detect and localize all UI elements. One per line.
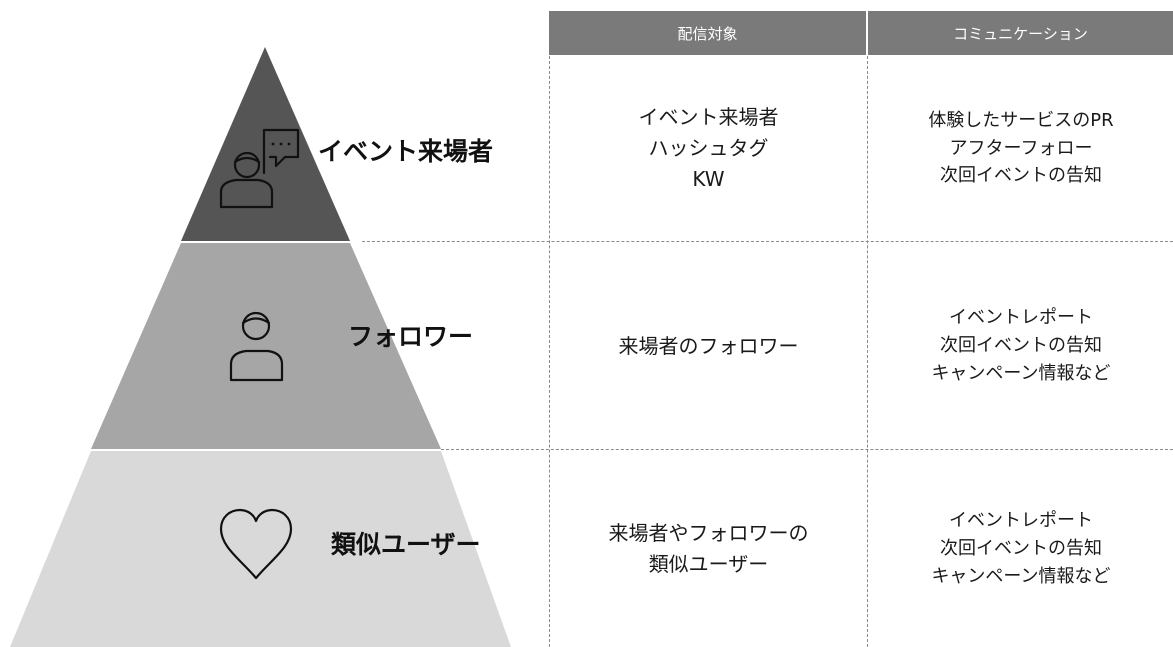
cell-communication-row-3: イベントレポート 次回イベントの告知 キャンペーン情報など [869,451,1173,647]
cell-line: キャンペーン情報など [931,565,1111,587]
user-icon [229,311,284,382]
cell-target-row-2: 来場者のフォロワー [551,243,866,449]
tier-label-followers: フォロワー [348,322,474,351]
row-divider-2 [441,449,1173,450]
header-target: 配信対象 [549,11,866,55]
cell-target-row-3: 来場者やフォロワーの 類似ユーザー [551,451,866,647]
table-divider-middle [867,56,868,647]
tier-label-similar-users: 類似ユーザー [331,530,481,559]
cell-line: 次回イベントの告知 [940,335,1102,357]
cell-target-row-1: イベント来場者 ハッシュタグ KW [551,56,866,241]
cell-line: イベントレポート [949,307,1093,329]
cell-line: イベント来場者 [638,105,779,129]
pyramid-tier-1 [181,47,350,241]
pyramid-tier-2 [91,243,441,449]
cell-line: 来場者やフォロワーの [608,521,809,545]
tier-label-event-visitors: イベント来場者 [318,137,494,166]
user-chat-icon [219,128,300,209]
cell-line: 次回イベントの告知 [940,538,1102,560]
cell-line: イベントレポート [949,510,1093,532]
row-divider-1 [362,241,1173,242]
cell-line: 体験したサービスのPR [928,109,1114,131]
header-communication: コミュニケーション [868,11,1173,55]
cell-communication-row-1: 体験したサービスのPR アフターフォロー 次回イベントの告知 [869,56,1173,241]
cell-line: 次回イベントの告知 [940,165,1102,187]
cell-line: 来場者のフォロワー [618,333,799,358]
cell-line: ハッシュタグ [648,136,769,160]
table-divider-left [549,56,550,647]
cell-communication-row-2: イベントレポート 次回イベントの告知 キャンペーン情報など [869,243,1173,449]
cell-line: アフターフォロー [949,137,1093,159]
cell-line: 類似ユーザー [648,552,769,576]
heart-icon [219,508,293,580]
cell-line: KW [692,167,725,191]
pyramid-tier-3 [10,451,511,647]
cell-line: キャンペーン情報など [931,362,1111,384]
pyramid-diagram [10,47,511,647]
